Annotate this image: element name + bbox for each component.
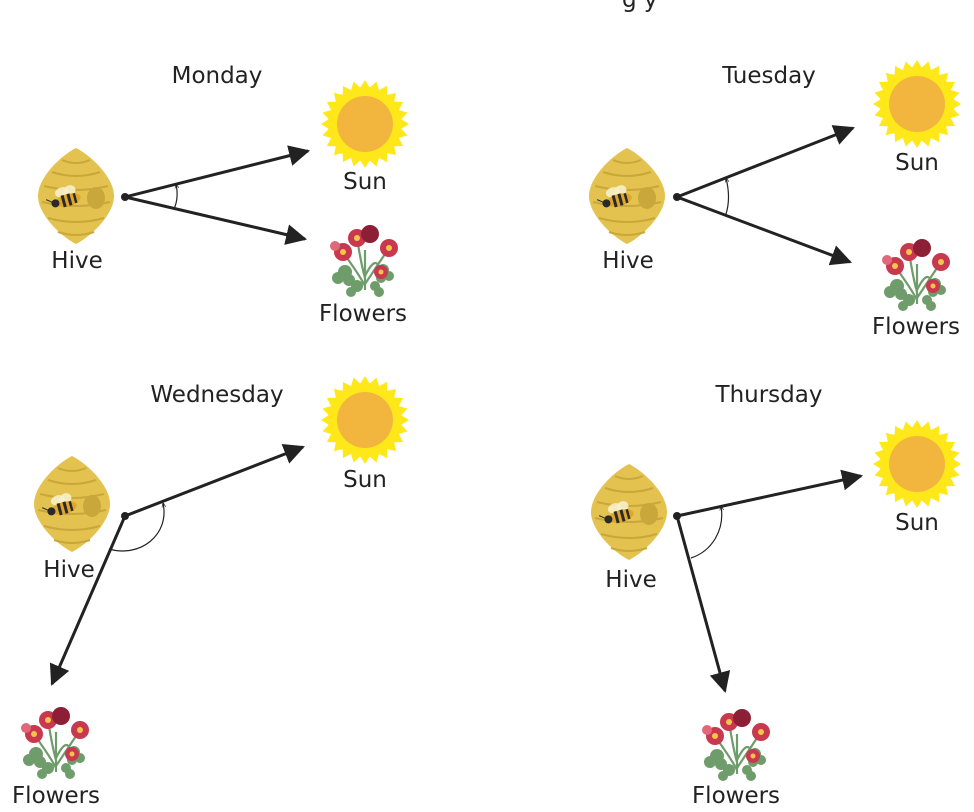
arrow-to-sun xyxy=(124,145,311,199)
arrow-to-flowers xyxy=(49,515,127,686)
sun-label: Sun xyxy=(343,169,387,195)
flowers-label: Flowers xyxy=(11,783,101,809)
arrow-to-sun xyxy=(676,125,855,199)
angle-arc-icon xyxy=(690,506,722,559)
hive-point xyxy=(121,512,129,520)
flowers-icon xyxy=(328,223,400,299)
arrow-to-sun xyxy=(124,444,305,518)
sun-icon xyxy=(321,376,409,464)
hive-label: Hive xyxy=(43,557,95,583)
hive-icon xyxy=(590,463,668,561)
hive-label: Hive xyxy=(602,248,654,274)
panel-thursday xyxy=(590,420,961,783)
day-title-monday: Monday xyxy=(171,63,263,89)
angle-arc-icon xyxy=(108,503,164,552)
flowers-icon xyxy=(880,237,952,313)
flowers-label: Flowers xyxy=(318,301,408,327)
sun-icon xyxy=(873,420,961,508)
panel-wednesday xyxy=(19,376,409,781)
sun-label: Sun xyxy=(895,510,939,536)
hive-point xyxy=(673,193,681,201)
hive-label: Hive xyxy=(51,248,103,274)
panel-tuesday xyxy=(588,60,961,313)
sun-label: Sun xyxy=(895,150,939,176)
flowers-icon xyxy=(19,705,91,781)
arrow-to-flowers xyxy=(676,195,852,266)
day-title-tuesday: Tuesday xyxy=(722,63,816,89)
sun-label: Sun xyxy=(343,467,387,493)
hive-icon xyxy=(37,147,115,245)
angle-arc-icon xyxy=(173,184,177,210)
flowers-label: Flowers xyxy=(871,314,961,340)
hive-label: Hive xyxy=(605,567,657,593)
hive-point xyxy=(673,512,681,520)
hive-icon xyxy=(588,147,666,245)
day-title-wednesday: Wednesday xyxy=(150,382,284,408)
arrow-to-flowers xyxy=(675,515,731,694)
hive-point xyxy=(121,193,129,201)
hive-icon xyxy=(33,455,111,553)
panel-monday xyxy=(37,80,409,299)
angle-arc-icon xyxy=(726,178,729,215)
sun-icon xyxy=(321,80,409,168)
cut-off-title: g y xyxy=(622,0,658,13)
arrow-to-sun xyxy=(676,469,864,518)
arrow-to-flowers xyxy=(124,195,308,245)
flowers-icon xyxy=(700,707,772,783)
flowers-label: Flowers xyxy=(691,783,781,809)
day-title-thursday: Thursday xyxy=(715,382,823,408)
sun-icon xyxy=(873,60,961,148)
